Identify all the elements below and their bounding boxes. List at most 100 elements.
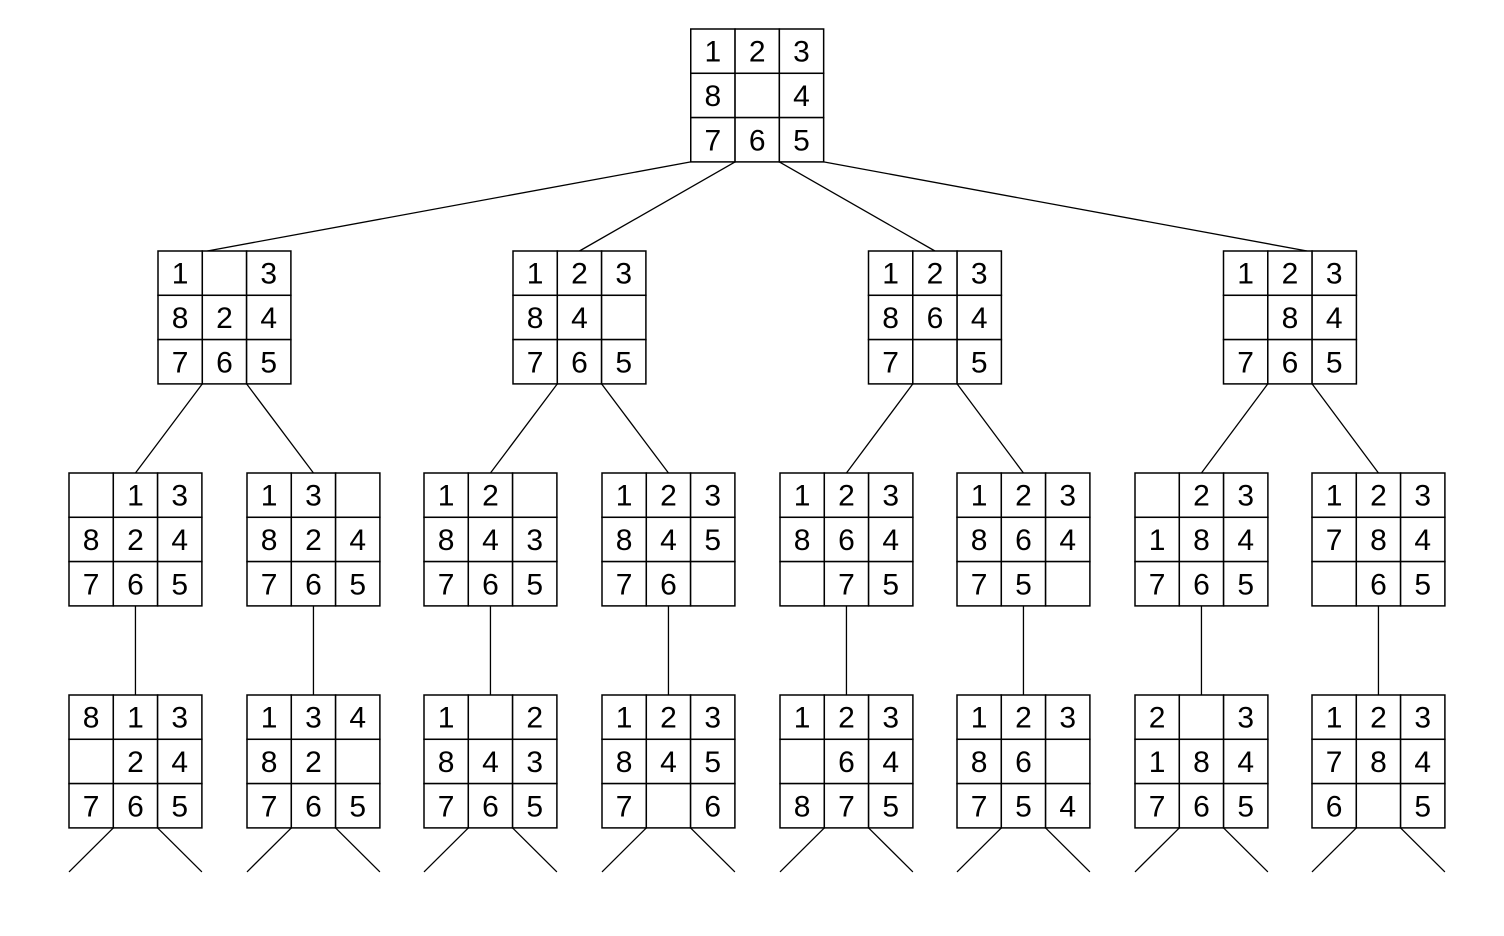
blank-cell: [1311, 560, 1358, 607]
tile-number: 2: [660, 702, 677, 735]
tile-cell: [423, 472, 470, 519]
tile-cell: [423, 516, 470, 563]
tile-number: 8: [971, 524, 988, 557]
continuation-edge: [690, 827, 736, 873]
tree-edges: [68, 161, 1446, 873]
tile-number: 8: [438, 746, 455, 779]
tile-cell: [290, 472, 337, 519]
tile-number: 6: [216, 346, 233, 379]
tile-number: 7: [971, 568, 988, 601]
tile-cell: [1355, 516, 1402, 563]
tile-cell: [689, 516, 736, 563]
tile-number: 5: [615, 346, 632, 379]
tile-cell: [867, 738, 914, 785]
blank-cell: [68, 738, 115, 785]
tile-cell: [511, 782, 558, 829]
tile-number: 5: [1237, 568, 1254, 601]
tile-cell: [156, 516, 203, 563]
tile-number: 8: [1370, 524, 1387, 557]
tree-edge: [779, 161, 936, 252]
tile-cell: [956, 294, 1003, 341]
tile-number: 8: [172, 302, 189, 335]
tile-number: 5: [1326, 346, 1343, 379]
tile-number: 5: [349, 790, 366, 823]
tile-cell: [1267, 338, 1313, 385]
tile-cell: [689, 472, 736, 519]
blank-cell: [511, 472, 558, 519]
tile-cell: [645, 472, 692, 519]
tile-number: 4: [1059, 790, 1076, 823]
tile-cell: [1134, 560, 1181, 607]
tile-cell: [511, 516, 558, 563]
tile-number: 1: [127, 480, 144, 513]
tile-number: 4: [571, 302, 588, 335]
tile-number: 3: [1414, 480, 1431, 513]
tile-number: 2: [216, 302, 233, 335]
continuation-edge: [1400, 827, 1446, 873]
tree-edge: [956, 383, 1024, 474]
tile-number: 4: [1414, 746, 1431, 779]
tile-number: 3: [704, 702, 721, 735]
tile-cell: [645, 694, 692, 741]
tile-number: 2: [127, 746, 144, 779]
tile-cell: [112, 738, 159, 785]
tile-cell: [1267, 294, 1313, 341]
tile-cell: [334, 694, 381, 741]
tile-number: 4: [482, 746, 499, 779]
tile-number: 1: [794, 702, 811, 735]
tile-number: 1: [172, 258, 189, 291]
tile-cell: [956, 694, 1003, 741]
tile-number: 6: [927, 302, 944, 335]
tile-number: 7: [616, 790, 633, 823]
tile-cell: [689, 738, 736, 785]
tile-cell: [1178, 516, 1225, 563]
tile-cell: [1222, 782, 1269, 829]
tile-cell: [956, 338, 1003, 385]
tile-number: 7: [705, 124, 722, 157]
tile-cell: [1311, 782, 1358, 829]
tile-number: 4: [482, 524, 499, 557]
tile-number: 2: [1193, 480, 1210, 513]
tile-number: 1: [705, 36, 722, 69]
tile-number: 7: [1149, 568, 1166, 601]
blank-cell: [1355, 782, 1402, 829]
tile-cell: [1399, 694, 1446, 741]
tile-cell: [823, 782, 870, 829]
blank-cell: [467, 694, 514, 741]
tile-cell: [334, 782, 381, 829]
tile-number: 2: [1015, 702, 1032, 735]
tile-number: 5: [1414, 790, 1431, 823]
tile-cell: [423, 560, 470, 607]
tile-cell: [511, 694, 558, 741]
tile-cell: [778, 28, 825, 75]
tile-number: 4: [1237, 746, 1254, 779]
tile-number: 7: [1326, 524, 1343, 557]
tile-cell: [956, 250, 1003, 297]
tile-number: 1: [1149, 524, 1166, 557]
tree-edge: [1311, 383, 1379, 474]
tile-number: 3: [882, 480, 899, 513]
blank-cell: [689, 560, 736, 607]
tile-number: 4: [793, 80, 810, 113]
tile-number: 6: [1193, 568, 1210, 601]
tile-number: 2: [1015, 480, 1032, 513]
tile-number: 5: [171, 568, 188, 601]
tile-number: 8: [1370, 746, 1387, 779]
tile-number: 5: [704, 746, 721, 779]
tile-number: 5: [882, 790, 899, 823]
tile-cell: [512, 338, 559, 385]
tile-cell: [645, 560, 692, 607]
tile-cell: [956, 738, 1003, 785]
tile-cell: [1399, 516, 1446, 563]
tile-cell: [201, 338, 248, 385]
tile-number: 6: [1370, 568, 1387, 601]
